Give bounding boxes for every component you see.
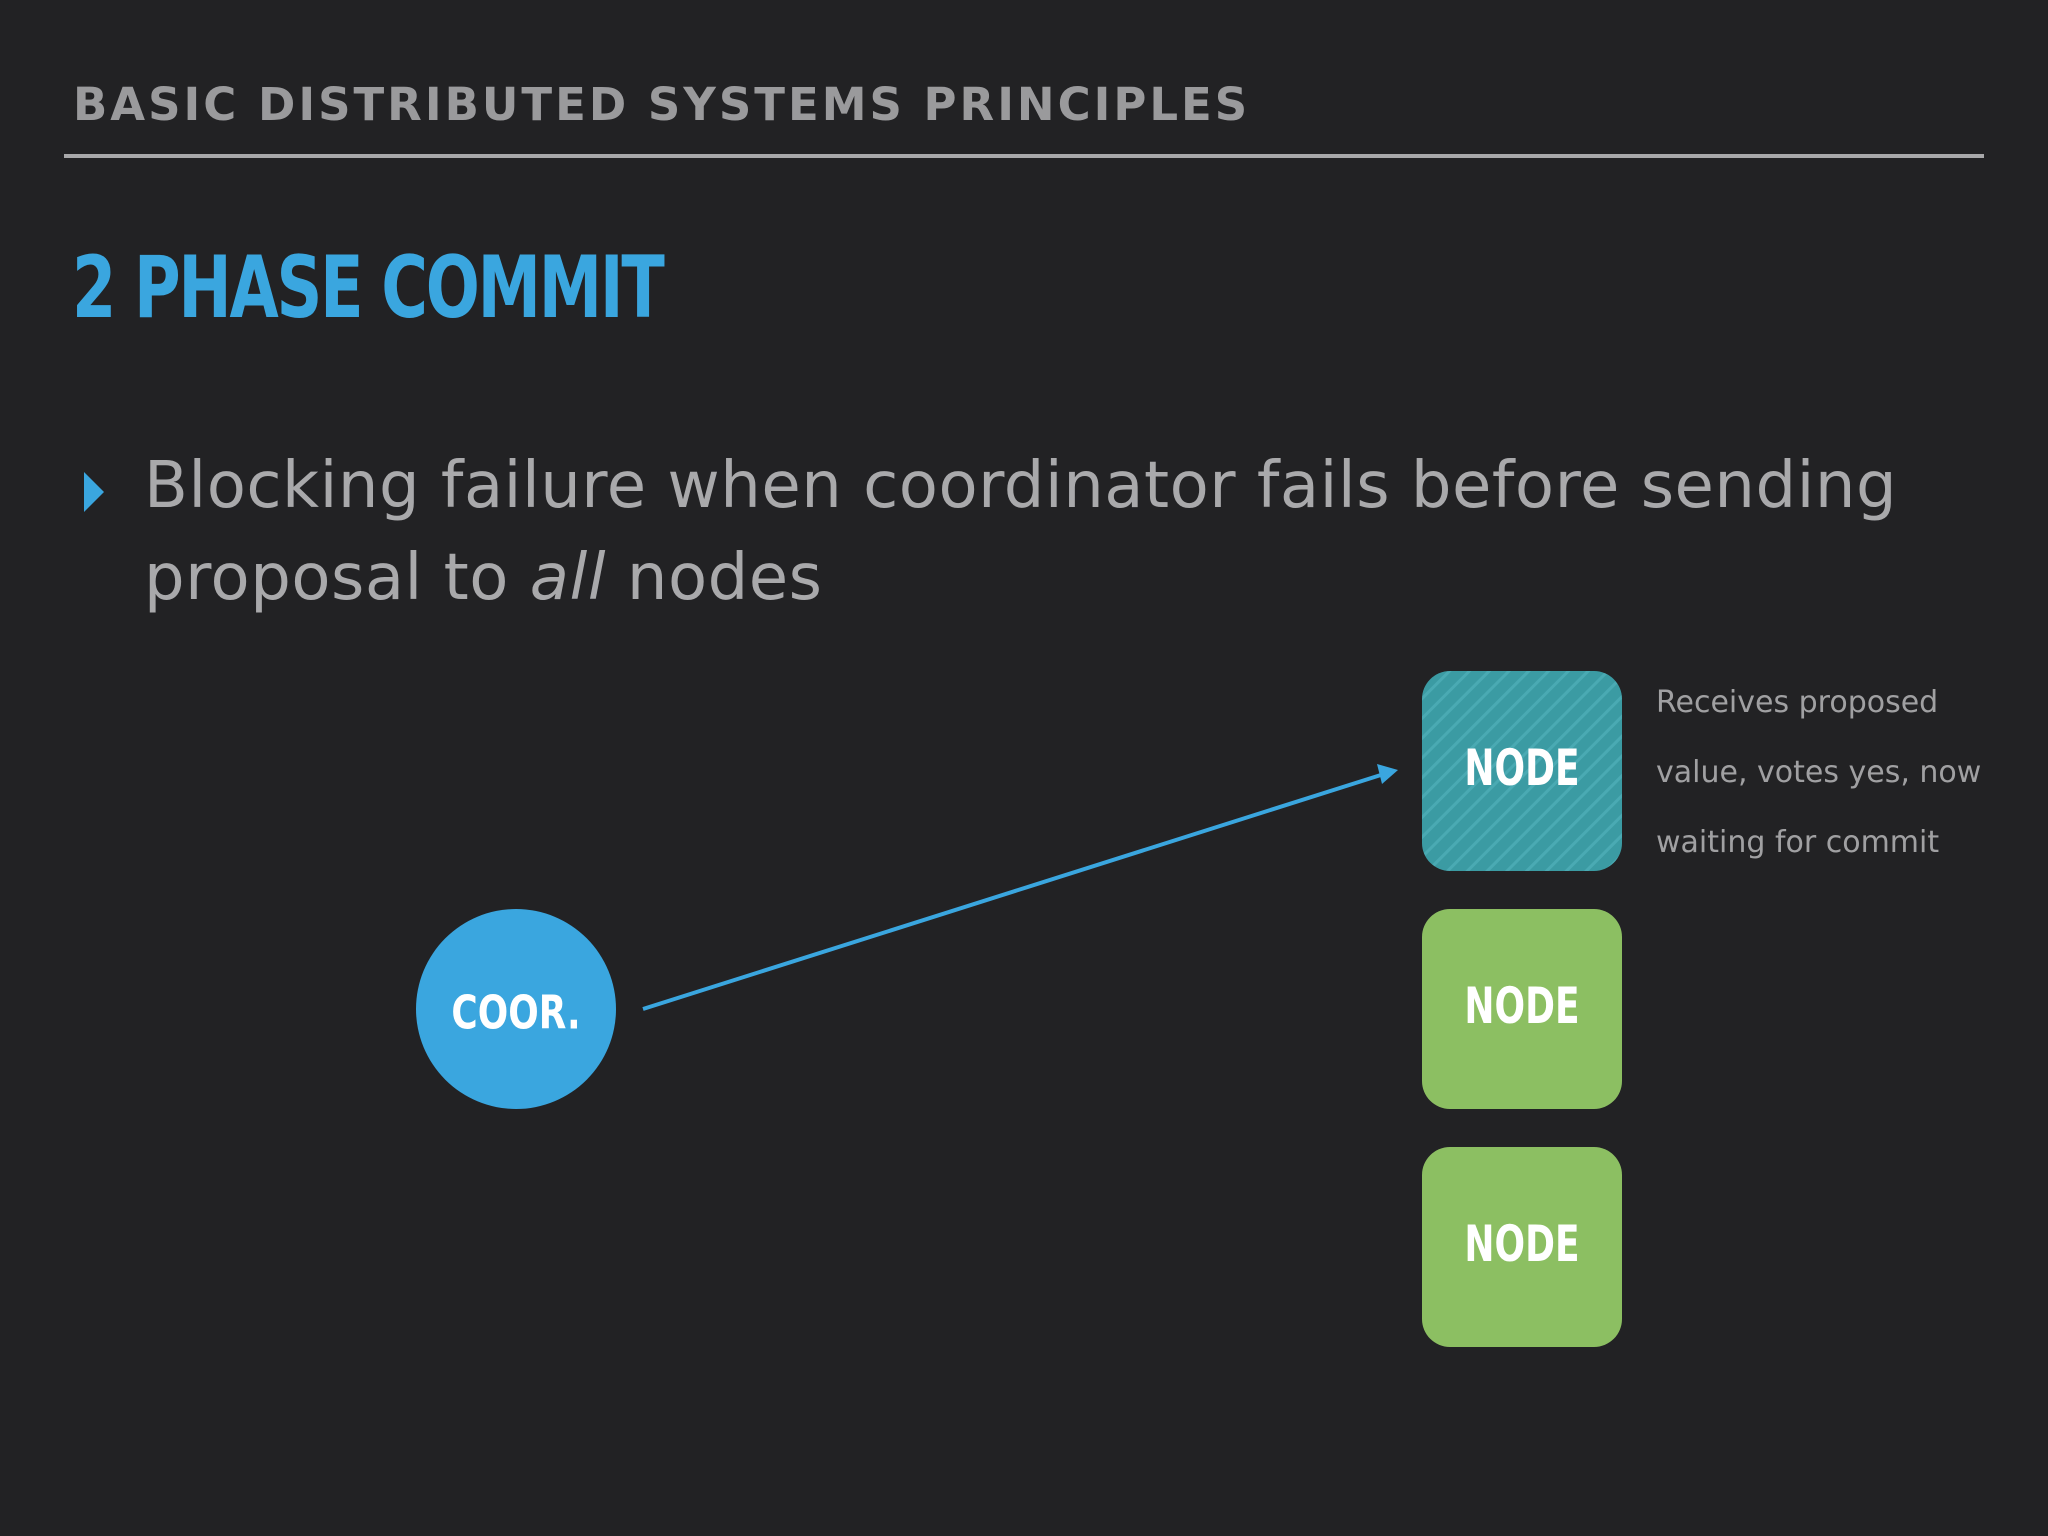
section-header: BASIC DISTRIBUTED SYSTEMS PRINCIPLES — [73, 78, 1251, 131]
bullet-text-emphasis: all — [529, 541, 607, 615]
bullet-text: Blocking failure when coordinator fails … — [144, 440, 1924, 624]
coordinator-node: COOR. — [416, 909, 616, 1109]
bullet-text-start: Blocking failure when coordinator fails … — [144, 449, 1898, 615]
node-annotation: Receives proposed value, votes yes, now … — [1656, 685, 1982, 860]
node-label: NODE — [1464, 1216, 1579, 1273]
node-label: NODE — [1464, 740, 1579, 797]
participant-node-1: NODE — [1422, 671, 1622, 871]
proposal-arrow — [642, 764, 1398, 1011]
slide-title: 2 PHASE COMMIT — [72, 238, 665, 338]
bullet-triangle-icon — [84, 472, 104, 512]
participant-node-3: NODE — [1422, 1147, 1622, 1347]
header-divider — [64, 154, 1984, 158]
node-label: NODE — [1464, 978, 1579, 1035]
bullet-text-end: nodes — [606, 541, 823, 615]
coordinator-label: COOR. — [451, 986, 580, 1040]
participant-node-2: NODE — [1422, 909, 1622, 1109]
